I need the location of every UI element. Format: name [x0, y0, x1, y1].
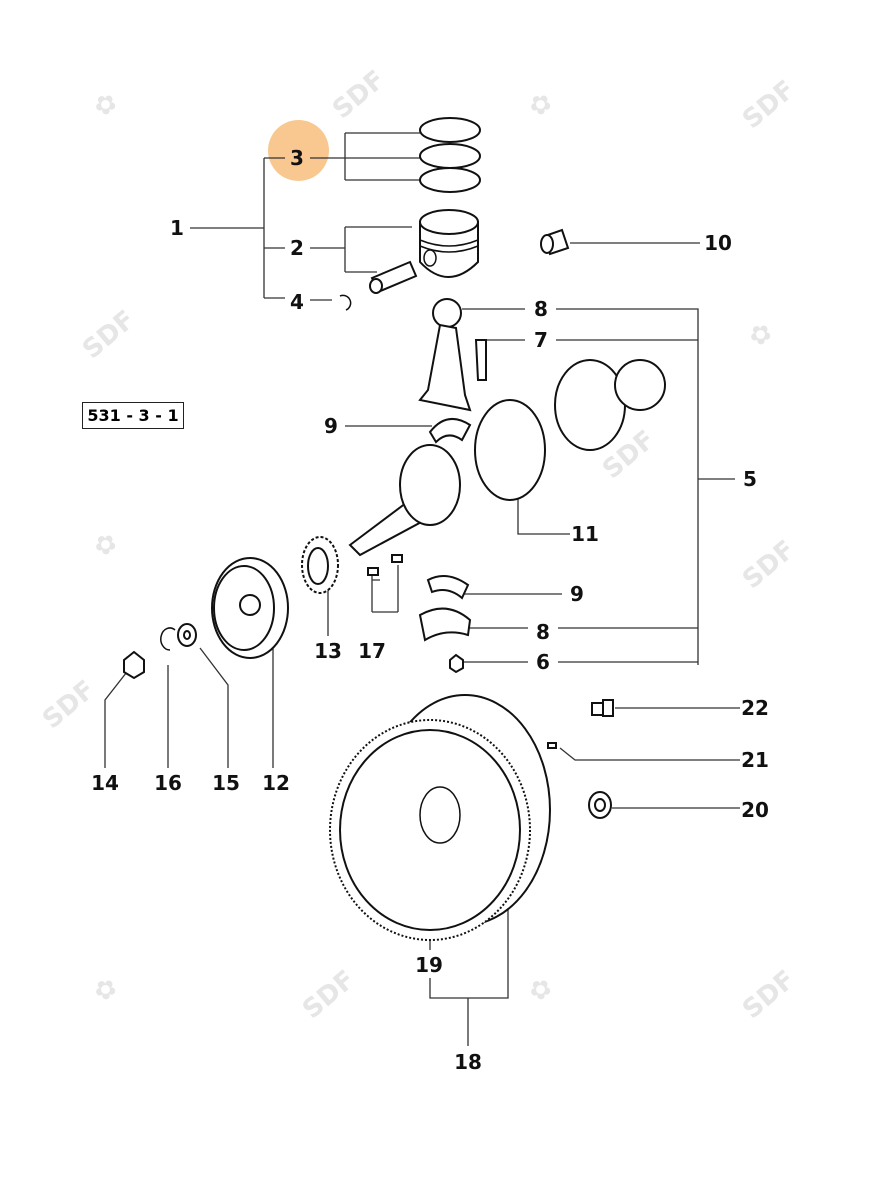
callout-20[interactable]: 20 [741, 798, 769, 822]
callout-3[interactable]: 3 [290, 146, 304, 170]
callout-10[interactable]: 10 [704, 231, 732, 255]
keys [367, 554, 403, 576]
connecting-rod [418, 298, 472, 412]
callout-15[interactable]: 15 [212, 771, 240, 795]
lock-washer [160, 627, 176, 651]
piston-pin [369, 260, 418, 294]
callout-9[interactable]: 9 [324, 414, 338, 438]
cap-nut [449, 653, 464, 674]
pulley [211, 557, 289, 659]
rod-bolt [474, 339, 487, 381]
bearing-shell-lower [426, 575, 470, 600]
crankshaft [348, 359, 666, 557]
leader-lines [104, 132, 740, 1046]
callout-8[interactable]: 8 [534, 297, 548, 321]
crankshaft-gear [301, 536, 339, 594]
callout-7[interactable]: 7 [534, 328, 548, 352]
callout-17[interactable]: 17 [358, 639, 386, 663]
callout-9-lower[interactable]: 9 [570, 582, 584, 606]
callout-22[interactable]: 22 [741, 696, 769, 720]
callout-19[interactable]: 19 [415, 953, 443, 977]
callout-13[interactable]: 13 [314, 639, 342, 663]
callout-8-lower[interactable]: 8 [536, 620, 550, 644]
callout-16[interactable]: 16 [154, 771, 182, 795]
callout-14[interactable]: 14 [91, 771, 119, 795]
callout-4[interactable]: 4 [290, 290, 304, 314]
bushing [540, 228, 570, 256]
highlight-marker [268, 120, 329, 181]
callout-11[interactable]: 11 [571, 522, 599, 546]
piston-rings [419, 117, 481, 193]
callout-5[interactable]: 5 [743, 467, 757, 491]
bearing [588, 791, 612, 819]
nut [123, 650, 145, 680]
flywheel-bolt [591, 699, 614, 717]
flywheel [329, 694, 551, 941]
callout-2[interactable]: 2 [290, 236, 304, 260]
callout-21[interactable]: 21 [741, 748, 769, 772]
bearing-cap [418, 607, 472, 642]
callout-6[interactable]: 6 [536, 650, 550, 674]
piston [419, 209, 479, 278]
callout-12[interactable]: 12 [262, 771, 290, 795]
bearing-shell-upper [428, 417, 472, 444]
washer [177, 623, 197, 647]
circlip [339, 294, 352, 311]
dowel-pin [547, 742, 557, 749]
callout-18[interactable]: 18 [454, 1050, 482, 1074]
reference-code-box: 531 - 3 - 1 [82, 402, 184, 429]
callout-1[interactable]: 1 [170, 216, 184, 240]
